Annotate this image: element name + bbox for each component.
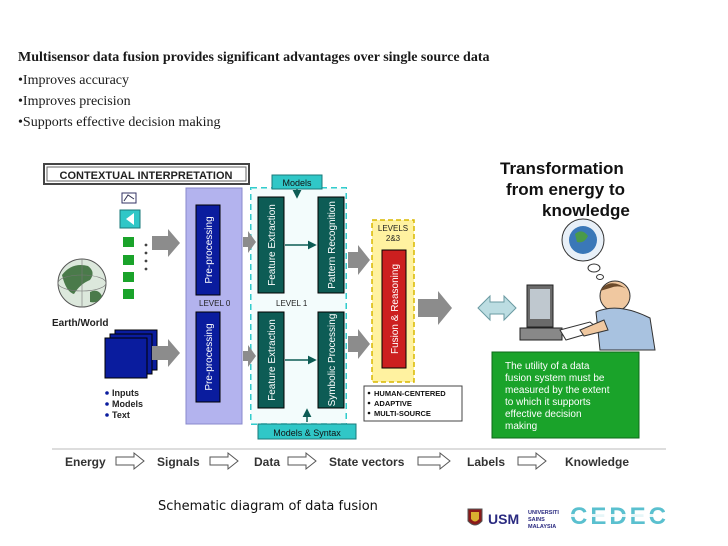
transformation-title: knowledge bbox=[542, 201, 630, 220]
person-at-computer-icon bbox=[519, 280, 656, 351]
feature-extraction-label: Feature Extraction bbox=[267, 204, 278, 286]
inputs-list-item: Inputs bbox=[112, 388, 139, 398]
contextual-interpretation-box bbox=[43, 163, 250, 185]
properties-box bbox=[363, 385, 463, 422]
diagram-caption: Schematic diagram of data fusion bbox=[158, 499, 378, 514]
usm-logo: USM UNIVERSITI SAINS MALAYSIA bbox=[467, 508, 559, 530]
flow-label-energy: Energy bbox=[65, 455, 106, 469]
utility-text-line: measured by the extent bbox=[505, 385, 610, 396]
inputs-list-item: Text bbox=[112, 410, 130, 420]
input-arrows bbox=[152, 229, 180, 367]
earth-globe-icon bbox=[57, 258, 107, 308]
earth-world-label: Earth/World bbox=[52, 318, 108, 329]
utility-text-line: effective decision bbox=[505, 409, 582, 420]
utility-text-line: to which it supports bbox=[505, 397, 591, 408]
preprocessing-box-top bbox=[195, 204, 221, 296]
flow-label-signals: Signals bbox=[157, 455, 200, 469]
flow-label-state-vectors: State vectors bbox=[329, 455, 405, 469]
preprocessing-box-bottom bbox=[195, 311, 221, 403]
cedec-logo: CEDEC bbox=[570, 503, 704, 530]
models-label: Models bbox=[282, 178, 312, 188]
property-item: MULTI-SOURCE bbox=[374, 409, 431, 418]
heading: Multisensor data fusion provides signifi… bbox=[18, 50, 490, 65]
flow-label-knowledge: Knowledge bbox=[565, 455, 629, 469]
fusion-reasoning-label: Fusion & Reasoning bbox=[390, 264, 401, 354]
data-fusion-diagram: CONTEXTUAL INTERPRETATION Earth/World In… bbox=[43, 159, 666, 471]
utility-text-line: fusion system must be bbox=[505, 373, 605, 384]
bullet-item: Improves precision bbox=[18, 91, 221, 112]
svg-text:MALAYSIA: MALAYSIA bbox=[528, 524, 556, 530]
pattern-recognition-box bbox=[317, 196, 345, 294]
property-item: HUMAN-CENTERED bbox=[374, 389, 446, 398]
inputs-list-item: Models bbox=[112, 399, 143, 409]
feature-extraction-label: Feature Extraction bbox=[267, 319, 278, 401]
feature-extraction-box-top bbox=[257, 196, 285, 294]
models-syntax-box bbox=[257, 423, 357, 440]
property-item: ADAPTIVE bbox=[374, 399, 412, 408]
models-syntax-label: Models & Syntax bbox=[273, 428, 341, 438]
svg-text:UNIVERSITI: UNIVERSITI bbox=[528, 510, 559, 516]
pattern-recognition-label: Pattern Recognition bbox=[327, 201, 338, 289]
utility-text-line: The utility of a data bbox=[505, 361, 590, 372]
level-arrows bbox=[243, 231, 370, 367]
fusion-reasoning-box bbox=[381, 249, 407, 369]
flow-label-labels: Labels bbox=[467, 455, 505, 469]
bullet-item: Supports effective decision making bbox=[18, 112, 221, 133]
levels-number-label: 2&3 bbox=[386, 234, 401, 243]
sensor-icons bbox=[119, 192, 148, 299]
feature-extraction-box-bottom bbox=[257, 311, 285, 409]
transformation-title: Transformation bbox=[500, 159, 624, 178]
symbolic-processing-label: Symbolic Processing bbox=[327, 314, 338, 407]
level1-label: LEVEL 1 bbox=[276, 299, 308, 308]
thought-bubble-icon bbox=[561, 218, 605, 280]
svg-text:USM: USM bbox=[488, 511, 519, 527]
document-stack-icon bbox=[104, 329, 158, 379]
bidirectional-arrow bbox=[477, 294, 517, 322]
contextual-interpretation-label: CONTEXTUAL INTERPRETATION bbox=[60, 170, 233, 182]
bullet-list: Improves accuracy Improves precision Sup… bbox=[18, 70, 221, 133]
levels-label: LEVELS bbox=[378, 224, 408, 233]
svg-text:SAINS: SAINS bbox=[528, 517, 545, 523]
level0-label: LEVEL 0 bbox=[199, 299, 231, 308]
utility-box bbox=[491, 351, 640, 439]
flow-arrows bbox=[115, 451, 547, 471]
preprocessing-label: Pre-processing bbox=[204, 216, 215, 283]
preprocessing-label: Pre-processing bbox=[204, 323, 215, 390]
flow-label-data: Data bbox=[254, 455, 280, 469]
output-arrow bbox=[418, 291, 452, 325]
symbolic-processing-box bbox=[317, 311, 345, 409]
transformation-title: from energy to bbox=[506, 180, 625, 199]
bullet-item: Improves accuracy bbox=[18, 70, 221, 91]
utility-text-line: making bbox=[505, 421, 537, 432]
